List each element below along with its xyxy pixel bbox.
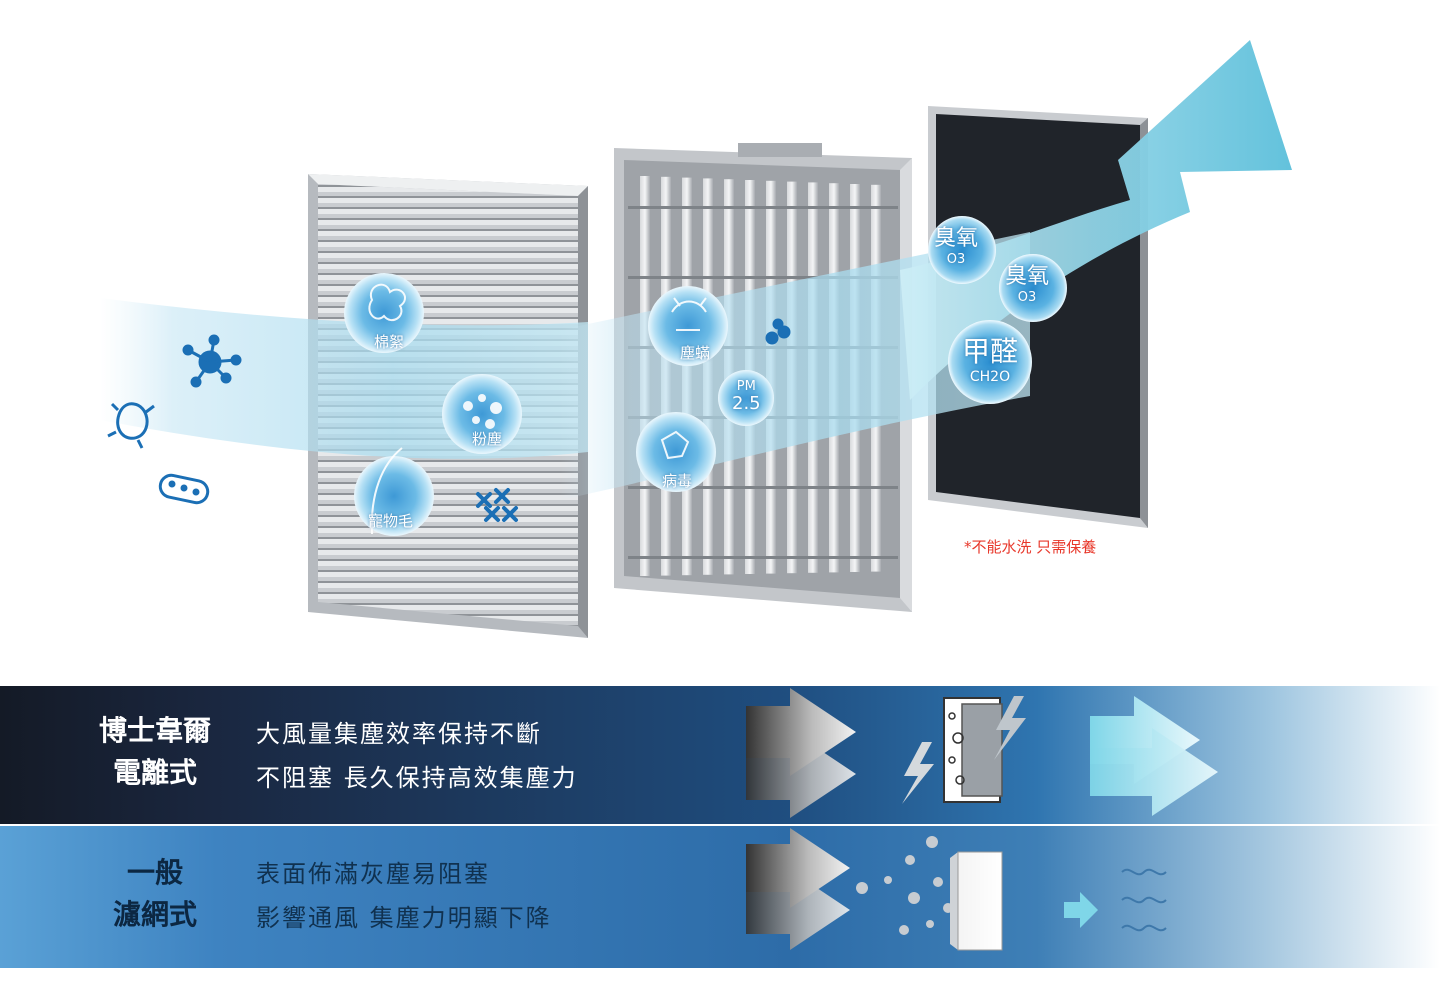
row-title: 博士韋爾 電離式	[90, 710, 220, 794]
row-desc-line1: 大風量集塵效率保持不斷	[256, 720, 542, 748]
airflow-arrow	[900, 40, 1292, 400]
pollutant-bubbles	[344, 216, 1067, 536]
gray-arrow-icon	[746, 828, 850, 950]
comparison-row-ionizer: 博士韋爾 電離式 大風量集塵效率保持不斷 不阻塞 長久保持高效集塵力	[0, 686, 1440, 824]
row-title-line1: 一般	[126, 856, 183, 889]
dust-bubble	[442, 374, 522, 454]
pm25-bubble	[718, 370, 774, 426]
comparison-row-filter: 一般 濾網式 表面佈滿灰塵易阻塞 影響通風 集塵力明顯下降	[0, 826, 1440, 968]
ozone-bubble-1	[928, 216, 996, 284]
spore-icon	[765, 318, 791, 345]
weak-airflow-icon	[1121, 868, 1167, 932]
dust-particles-icon	[856, 836, 953, 935]
pm25-label-bottom: 2.5	[732, 393, 761, 414]
row-desc-line1: 表面佈滿灰塵易阻塞	[256, 860, 490, 888]
bubble-label-dust-mite: 塵蟎	[680, 344, 711, 362]
ozone-formula-1: O3	[946, 252, 966, 267]
ionizer-cell-icon	[902, 696, 1026, 804]
ozone-label-2: 臭氧 O3	[1005, 264, 1049, 306]
dust-mite-bubble	[648, 286, 728, 366]
formaldehyde-name: 甲醛	[961, 335, 1018, 368]
virus-icon	[182, 334, 242, 388]
ionizer-rod	[628, 276, 898, 279]
lightning-icon	[902, 742, 934, 804]
ozone-formula-2: O3	[1017, 290, 1037, 305]
ozone-name-1: 臭氧	[934, 226, 979, 251]
ozone-label-1: 臭氧 O3	[934, 226, 978, 268]
care-note: *不能水洗 只需保養	[964, 538, 1097, 556]
ionizer-rod	[628, 206, 898, 209]
filter-panel-icon	[950, 851, 1003, 951]
bubble-label-cotton: 棉絮	[374, 333, 405, 351]
germ-icons	[107, 318, 791, 522]
pollen-icon	[476, 488, 518, 522]
cyan-arrow-icon	[1090, 696, 1218, 816]
lightning-icon	[994, 696, 1026, 760]
filter-flow-graphic	[746, 828, 1167, 951]
row-description: 大風量集塵效率保持不斷 不阻塞 長久保持高效集塵力	[256, 712, 578, 800]
formaldehyde-label: 甲醛 CH2O	[956, 336, 1024, 386]
row-title: 一般 濾網式	[90, 852, 220, 936]
filter-scene	[100, 40, 1292, 638]
ozone-bubble-2	[999, 254, 1067, 322]
row-desc-line2: 不阻塞 長久保持高效集塵力	[256, 764, 578, 792]
formaldehyde-formula: CH2O	[969, 369, 1011, 385]
bubble-label-virus: 病毒	[662, 472, 693, 490]
pet-hair-bubble	[354, 456, 434, 536]
formaldehyde-bubble	[948, 320, 1032, 404]
bubble-label-dust: 粉塵	[472, 430, 503, 448]
row-title-line2: 濾網式	[112, 898, 197, 931]
ionizer-rod	[628, 486, 898, 489]
gray-arrow-icon	[746, 688, 856, 818]
ionizer-flow-graphic	[746, 688, 1218, 818]
pm25-label-top: PM	[736, 379, 756, 394]
bacteria-icon	[107, 402, 155, 449]
virus-bubble	[636, 412, 716, 492]
row-desc-line2: 影響通風 集塵力明顯下降	[256, 904, 552, 932]
row-title-line2: 電離式	[112, 756, 197, 789]
row-title-line1: 博士韋爾	[98, 714, 211, 747]
row-description: 表面佈滿灰塵易阻塞 影響通風 集塵力明顯下降	[256, 852, 552, 940]
bacillus-icon	[158, 473, 210, 505]
ozone-name-2: 臭氧	[1005, 264, 1050, 289]
ionizer-rod	[628, 556, 898, 559]
bubble-label-pet-hair: 寵物毛	[368, 512, 414, 530]
small-arrow-icon	[1064, 892, 1098, 928]
pm25-label: PM 2.5	[732, 380, 761, 414]
